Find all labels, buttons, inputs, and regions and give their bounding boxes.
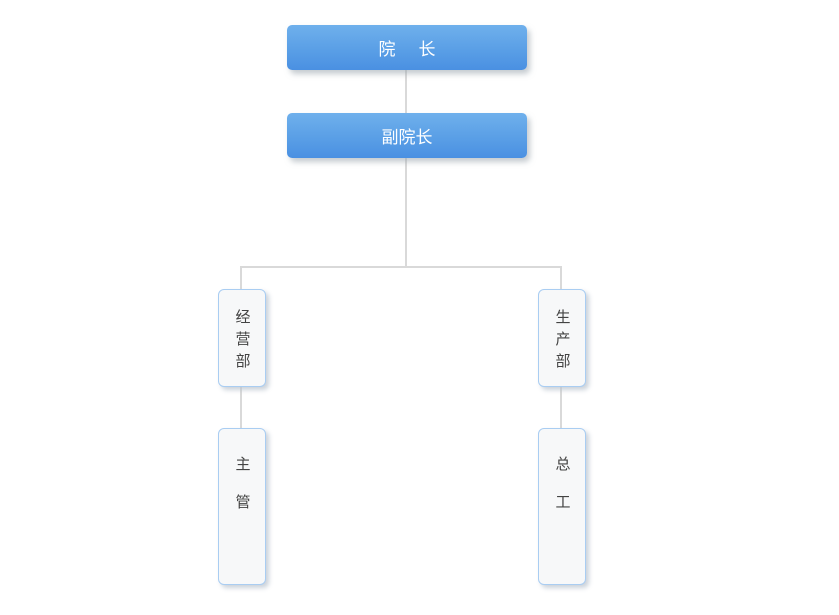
connector-president-vice xyxy=(405,70,407,113)
org-node-business-dept-label: 经营部 xyxy=(233,308,252,375)
org-node-vice-president[interactable]: 副院长 xyxy=(287,113,527,158)
org-node-chief-engineer-label: 总工 xyxy=(553,456,572,532)
connector-drop-production xyxy=(560,266,562,290)
org-node-vice-president-label: 副院长 xyxy=(381,128,433,148)
connector-vice-to-branch xyxy=(405,158,407,268)
org-node-president-label: 院 长 xyxy=(378,40,439,60)
connector-business-supervisor xyxy=(240,387,242,428)
org-node-supervisor[interactable]: 主管 xyxy=(218,428,266,585)
connector-drop-business xyxy=(240,266,242,290)
org-node-business-dept[interactable]: 经营部 xyxy=(218,289,266,387)
org-node-production-dept[interactable]: 生产部 xyxy=(538,289,586,387)
org-node-president[interactable]: 院 长 xyxy=(287,25,527,70)
org-node-chief-engineer[interactable]: 总工 xyxy=(538,428,586,585)
connector-branch-horizontal xyxy=(240,266,562,268)
org-node-production-dept-label: 生产部 xyxy=(553,308,572,375)
org-node-supervisor-label: 主管 xyxy=(233,456,252,532)
connector-production-chief-engineer xyxy=(560,387,562,428)
